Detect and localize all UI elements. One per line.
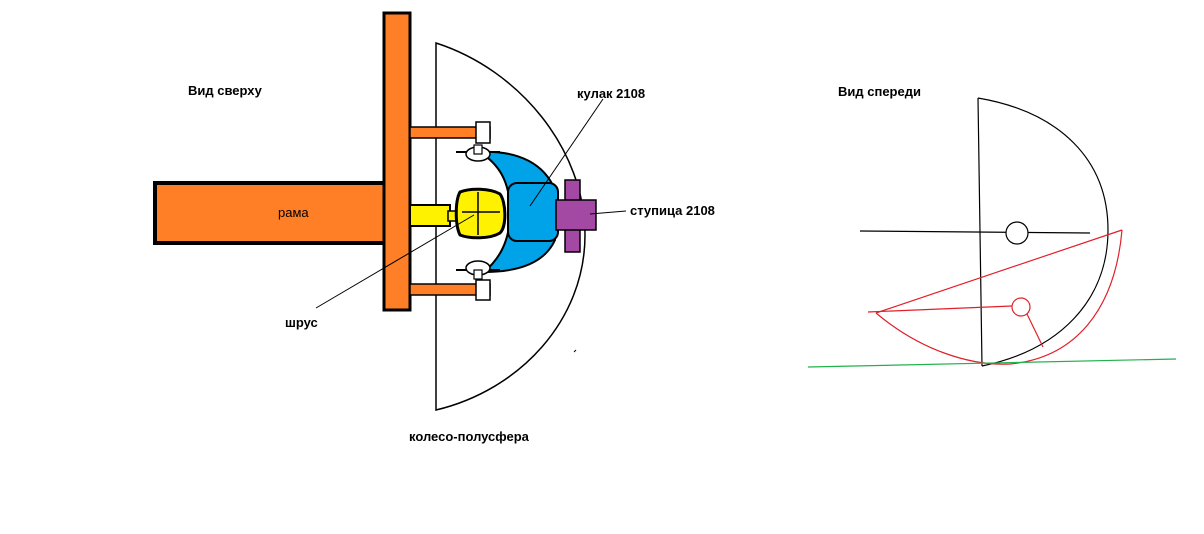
frame-plate — [382, 11, 412, 312]
frame-beam — [153, 181, 392, 245]
lower-arm-end — [475, 279, 491, 301]
hemisphere-wheel — [435, 41, 586, 411]
upright-hub-circle — [1005, 221, 1029, 245]
tilted-hub-circle — [1011, 297, 1031, 317]
drive-shaft — [409, 204, 451, 227]
front-view-title: Вид спереди — [838, 84, 921, 99]
tilted-axis — [875, 229, 1123, 314]
front-view: Вид спереди — [807, 84, 1177, 368]
upper-ball-joint — [456, 144, 500, 162]
hub-label: ступица 2108 — [630, 203, 715, 218]
ground-line — [807, 358, 1177, 368]
wheel-label: колесо-полусфера — [409, 429, 530, 444]
hub-leader — [589, 210, 627, 215]
top-view-title: Вид сверху — [188, 83, 263, 98]
hub-body — [555, 199, 597, 231]
cv-joint-leader — [315, 214, 475, 309]
upright-hub-line — [859, 230, 1091, 234]
knuckle-center — [507, 182, 559, 242]
tilted-hub-line — [867, 305, 1013, 313]
cv-joint — [454, 187, 507, 240]
cv-joint-label: шрус — [285, 315, 318, 330]
upper-arm-end — [475, 121, 491, 144]
tilted-arm — [1026, 313, 1044, 348]
top-view: Вид сверху рама кулак 2108 ступица 2108 … — [153, 11, 715, 444]
frame-label: рама — [278, 205, 309, 220]
stray-mark — [573, 349, 577, 353]
tilted-hemisphere — [875, 229, 1123, 365]
upright-hemisphere — [977, 97, 1109, 367]
knuckle-label: кулак 2108 — [577, 86, 645, 101]
knuckle-leader — [529, 98, 604, 207]
lower-ball-joint — [456, 260, 500, 280]
